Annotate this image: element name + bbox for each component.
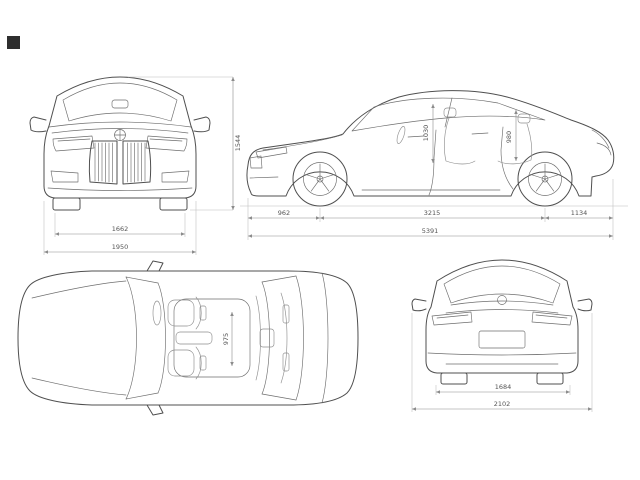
rear-view: 1684 2102 [411,259,593,412]
dim-rear-overhang: 1134 [571,209,588,217]
front-intakes [50,170,190,183]
windshield-base [125,276,137,400]
rear-mirrors [411,298,593,312]
top-view: 975 [17,260,359,416]
door-handles [407,132,489,138]
brand-roundel-cross [114,129,126,141]
kidney-grille [88,140,152,185]
front-view: 1544 1662 1950 [29,76,242,255]
side-body-outline [246,90,615,197]
rearview-mirror [111,99,129,109]
steering-wheel [396,126,406,144]
trunk-lines [445,300,559,314]
c-pillars [261,275,297,401]
front-wheel [292,151,348,207]
front-headlights [52,135,188,152]
dim-overall-height: 1544 [234,135,242,152]
rear-bumper-lines [427,352,577,365]
top-dimension: 975 [222,312,234,366]
a-pillars [125,276,159,400]
rear-wheel [517,151,573,207]
side-dimensions: 962 3215 1134 5391 [247,179,614,240]
rear-body-outline [425,259,579,374]
hood-line [262,134,343,151]
front-body-outline [43,76,197,199]
side-view: 1030 980 962 3215 1134 5391 [240,90,628,240]
dim-track-width: 1662 [112,225,129,233]
door-lines [428,126,514,196]
dim-rear-track: 1684 [495,383,512,391]
front-cowl-lines [48,121,192,134]
dim-cabin-width: 975 [222,333,230,345]
dim-front-overhang: 962 [278,209,290,217]
b-pillar [444,97,453,128]
dim-front-headroom: 1030 [422,125,430,142]
sunroof [173,298,251,378]
dim-overall-length: 5391 [422,227,439,235]
side-rear-details [591,129,612,156]
top-rear-bench [255,292,290,384]
top-body-outline [17,270,359,406]
roof-front-edge [157,282,166,394]
front-seat [443,107,476,165]
side-glasshouse [351,97,546,132]
rear-seat [497,113,533,165]
front-dimensions: 1544 1662 1950 [43,76,242,255]
dim-rear-headroom: 980 [505,131,513,143]
side-front-details [249,146,288,179]
rear-tires [440,372,564,385]
taillights [431,311,573,326]
logo-mark [7,36,20,49]
side-interior-dimensions: 1030 980 [422,104,518,163]
dim-width-incl-mirrors: 2102 [494,400,511,408]
rear-dimensions: 1684 2102 [411,313,593,412]
front-windshield [62,82,178,122]
center-console [175,331,213,345]
dim-wheelbase: 3215 [424,209,441,217]
roof-rear-edge [261,281,270,395]
front-tires [52,197,188,211]
dim-overall-width: 1950 [112,243,129,251]
rear-window-base [295,275,304,401]
trunk-cut [321,272,329,404]
top-front-seats [152,296,213,380]
front-bumper-line [47,187,193,191]
license-plate [478,330,526,349]
front-side-mirrors [29,116,211,133]
steering-wheel-top [152,300,162,326]
brand-roundel-rear-icon [497,295,507,305]
top-mirrors [146,260,164,416]
hood-creases [31,280,127,396]
rear-window [443,265,561,304]
